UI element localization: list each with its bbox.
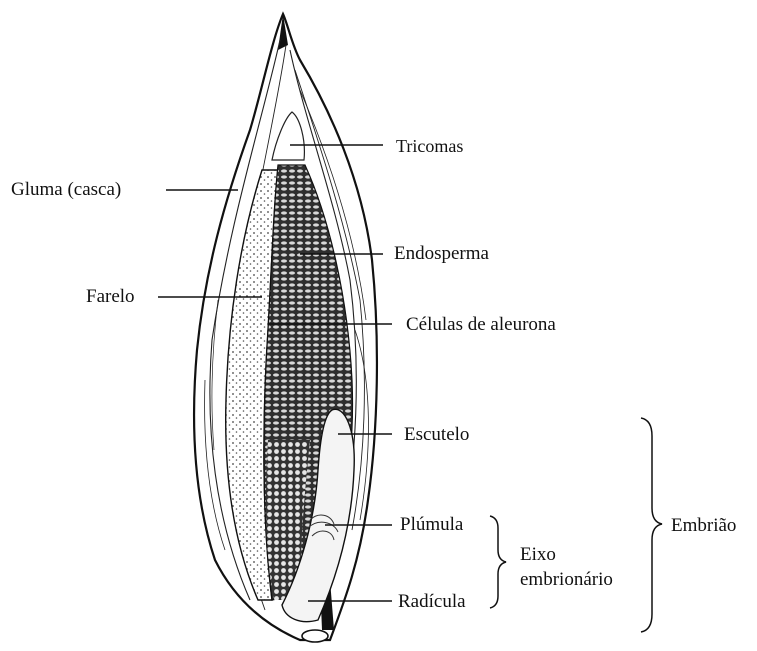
label-gluma: Gluma (casca) [11,180,121,199]
label-embrionario: embrionário [520,570,613,589]
label-endosperma: Endosperma [394,244,489,263]
label-celulas-aleurona: Células de aleurona [406,315,556,334]
label-plumula: Plúmula [400,515,463,534]
label-farelo: Farelo [86,287,135,306]
label-embriao: Embrião [671,516,736,535]
label-eixo: Eixo [520,545,556,564]
brace-embriao [641,418,662,632]
brace-eixo [490,516,506,608]
label-escutelo: Escutelo [404,425,469,444]
label-tricomas: Tricomas [396,137,463,155]
label-radicula: Radícula [398,592,466,611]
